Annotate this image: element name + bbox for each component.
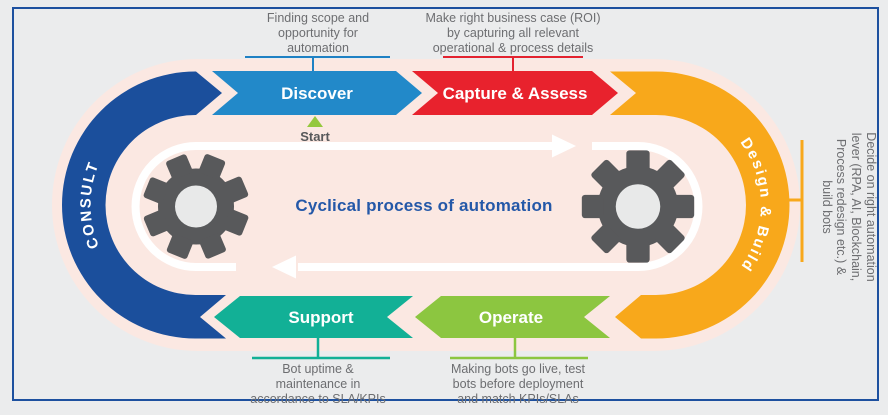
discover-label: Discover (281, 84, 353, 103)
design-annotation-bracket (787, 140, 804, 262)
gear-icon (581, 150, 695, 263)
diagram-title: Cyclical process of automation (295, 196, 553, 215)
support-annotation: Bot uptime & maintenance in accordance t… (250, 362, 386, 406)
operate-annotation: Making bots go live, test bots before de… (450, 362, 586, 406)
consult-arc (62, 71, 226, 339)
inner-loop-background (52, 59, 800, 351)
capture-assess-label: Capture & Assess (443, 84, 588, 103)
design-build-arc (610, 71, 790, 339)
discover-annotation: Finding scope and opportunity for automa… (266, 11, 370, 55)
operate-label: Operate (479, 308, 543, 327)
capture-assess-chevron (412, 71, 618, 115)
support-label: Support (288, 308, 353, 327)
discover-annotation-bracket (245, 56, 390, 71)
cycle-arrow-left-icon (272, 255, 296, 279)
operate-annotation-bracket (450, 338, 588, 360)
design-build-annotation: Decide on right automation lever (RPA, A… (819, 132, 878, 282)
capture-assess-annotation: Make right business case (ROI) by captur… (425, 11, 601, 55)
cycle-loop-left-segment (131, 142, 552, 271)
start-triangle-icon (307, 116, 323, 127)
operate-chevron (415, 296, 610, 338)
support-annotation-bracket (252, 338, 390, 360)
cycle-loop-right-segment (298, 142, 703, 271)
start-label: Start (300, 129, 330, 144)
diagram-border-frame (12, 7, 879, 401)
support-chevron (214, 296, 413, 338)
capture-annotation-bracket (443, 56, 583, 71)
discover-chevron (212, 71, 422, 115)
gear-icon (143, 154, 249, 259)
cycle-arrow-right-icon (552, 134, 576, 158)
